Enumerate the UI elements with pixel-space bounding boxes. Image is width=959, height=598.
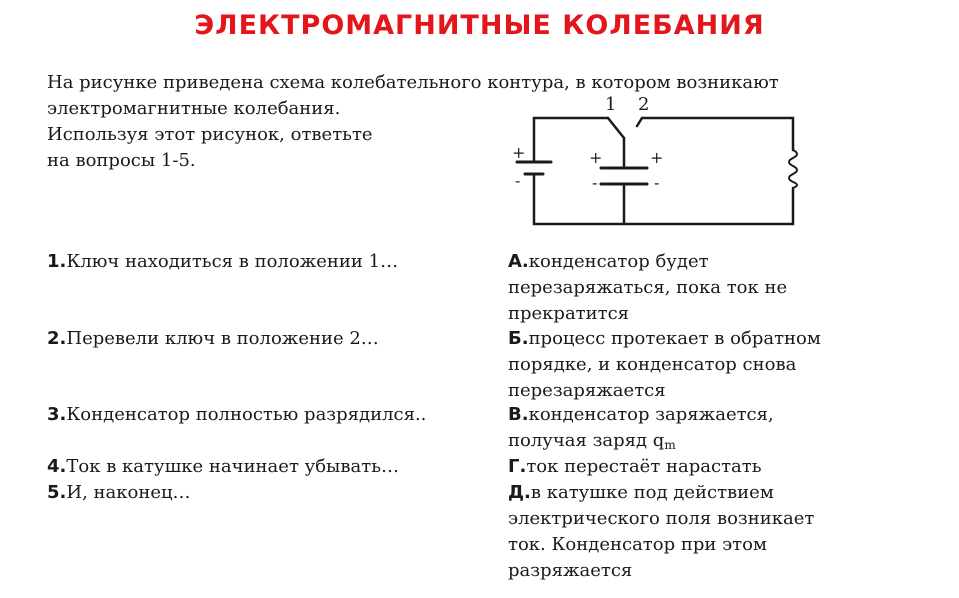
circuit-wire-right-top <box>640 116 795 152</box>
answer-line: разряжается <box>508 560 633 581</box>
answer-item: Г.ток перестаёт нарастать <box>508 454 762 480</box>
question-item: 3.Конденсатор полностью разрядился.. <box>47 404 426 425</box>
answer-line: ток перестаёт нарастать <box>526 456 762 477</box>
answer-line: процесс протекает в обратном <box>528 328 821 349</box>
switch-label-2: 2 <box>638 94 649 115</box>
question-text: Перевели ключ в положение 2… <box>66 328 379 349</box>
answer-letter: Б. <box>508 328 529 349</box>
question-item: 5.И, наконец… <box>47 482 191 503</box>
answer-item: Д.в катушке под действием электрического… <box>508 480 814 584</box>
question-item: 4.Ток в катушке начинает убывать… <box>47 456 399 477</box>
answer-line: ток. Конденсатор при этом <box>508 534 767 555</box>
answer-item: В.конденсатор заряжается, получая заряд … <box>508 402 774 458</box>
question-text: Ток в катушке начинает убывать… <box>66 456 399 477</box>
answer-letter: А. <box>508 251 529 272</box>
answer-line: порядке, и конденсатор снова <box>508 354 797 375</box>
question-number: 3. <box>47 404 67 425</box>
answer-item: Б.процесс протекает в обратном порядке, … <box>508 326 821 404</box>
battery-plus-sign: + <box>512 143 525 162</box>
question-number: 4. <box>47 456 67 477</box>
intro-text: На рисунке приведена схема колебательног… <box>47 70 779 174</box>
capacitor-minus-left: - <box>592 173 597 192</box>
question-number: 2. <box>47 328 67 349</box>
capacitor-plus-right: + <box>650 148 663 167</box>
intro-line: Используя этот рисунок, ответьте <box>47 124 373 145</box>
switch-contact-2 <box>635 116 644 128</box>
answer-line: конденсатор заряжается, <box>528 404 774 425</box>
intro-line: На рисунке приведена схема колебательног… <box>47 72 779 93</box>
answer-line: перезаряжается <box>508 380 666 401</box>
question-item: 1.Ключ находиться в положении 1… <box>47 251 398 272</box>
oscillating-circuit-diagram: 1 2 + - + - + - <box>512 94 798 226</box>
battery-minus-sign: - <box>515 171 520 190</box>
answer-line: в катушке под действием <box>530 482 774 503</box>
capacitor-plus-left: + <box>589 148 602 167</box>
answer-line: перезаряжаться, пока ток не <box>508 277 788 298</box>
question-text: И, наконец… <box>66 482 191 503</box>
question-number: 1. <box>47 251 67 272</box>
answer-letter: В. <box>508 404 529 425</box>
answer-letter: Д. <box>508 482 531 503</box>
answer-line: прекратится <box>508 303 630 324</box>
question-text: Ключ находиться в положении 1… <box>66 251 399 272</box>
circuit-wire-left-top <box>532 116 610 164</box>
answer-line: электрического поля возникает <box>508 508 815 529</box>
intro-line: электромагнитные колебания. <box>47 98 341 119</box>
answer-item: А.конденсатор будет перезаряжаться, пока… <box>508 249 787 327</box>
question-item: 2.Перевели ключ в положение 2… <box>47 328 379 349</box>
intro-line: на вопросы 1-5. <box>47 150 196 171</box>
capacitor-minus-right: - <box>654 173 659 192</box>
answer-line: получая заряд q <box>508 430 665 451</box>
charge-subscript: m <box>664 438 676 452</box>
switch-label-1: 1 <box>605 94 616 115</box>
question-text: Конденсатор полностью разрядился.. <box>66 404 427 425</box>
question-number: 5. <box>47 482 67 503</box>
answer-line: конденсатор будет <box>528 251 709 272</box>
answer-letter: Г. <box>508 456 527 477</box>
switch-blade <box>606 116 626 140</box>
circuit-wire-left-bottom <box>532 172 795 226</box>
page-title: ЭЛЕКТРОМАГНИТНЫЕ КОЛЕБАНИЯ <box>194 10 765 41</box>
inductor-coil <box>788 149 798 189</box>
